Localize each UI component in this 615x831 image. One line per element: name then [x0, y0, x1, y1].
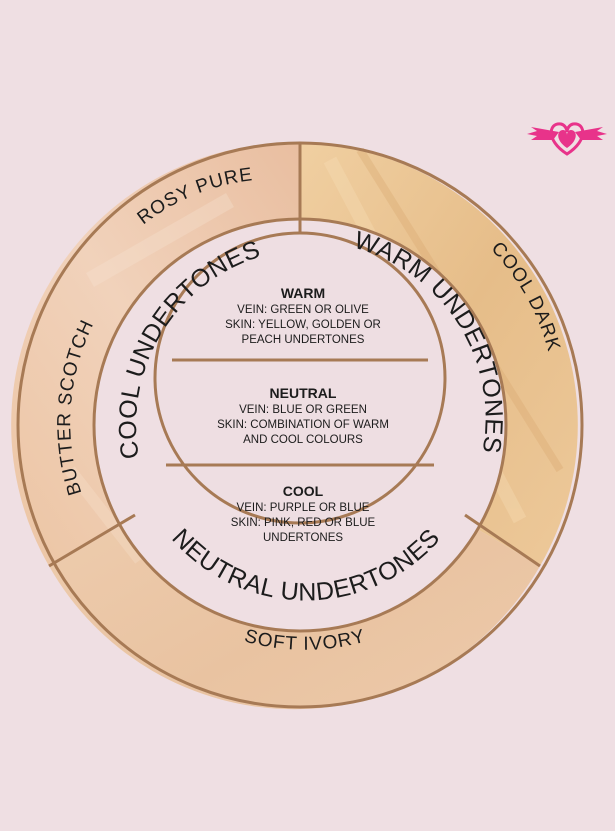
center-panel: [153, 231, 447, 525]
center-band-cool: COOL VEIN: PURPLE OR BLUE SKIN: PINK, RE…: [231, 483, 376, 544]
band-line: SKIN: COMBINATION OF WARM: [217, 419, 389, 431]
band-line: PEACH UNDERTONES: [242, 334, 365, 346]
band-title-warm: WARM: [281, 285, 325, 301]
center-band-warm: WARM VEIN: GREEN OR OLIVE SKIN: YELLOW, …: [225, 285, 381, 346]
band-line: VEIN: GREEN OR OLIVE: [237, 304, 369, 316]
band-title-cool: COOL: [283, 483, 324, 499]
center-band-neutral: NEUTRAL VEIN: BLUE OR GREEN SKIN: COMBIN…: [217, 385, 389, 446]
band-line: SKIN: YELLOW, GOLDEN OR: [225, 319, 381, 331]
band-title-neutral: NEUTRAL: [270, 385, 337, 401]
center-band-dividers: [166, 358, 434, 467]
band-line: VEIN: BLUE OR GREEN: [239, 404, 367, 416]
band-line: UNDERTONES: [263, 532, 343, 544]
band-line: AND COOL COLOURS: [243, 434, 363, 446]
band-line: SKIN: PINK, RED OR BLUE: [231, 517, 376, 529]
heart-wings-icon: [527, 122, 607, 156]
band-line: VEIN: PURPLE OR BLUE: [237, 502, 370, 514]
